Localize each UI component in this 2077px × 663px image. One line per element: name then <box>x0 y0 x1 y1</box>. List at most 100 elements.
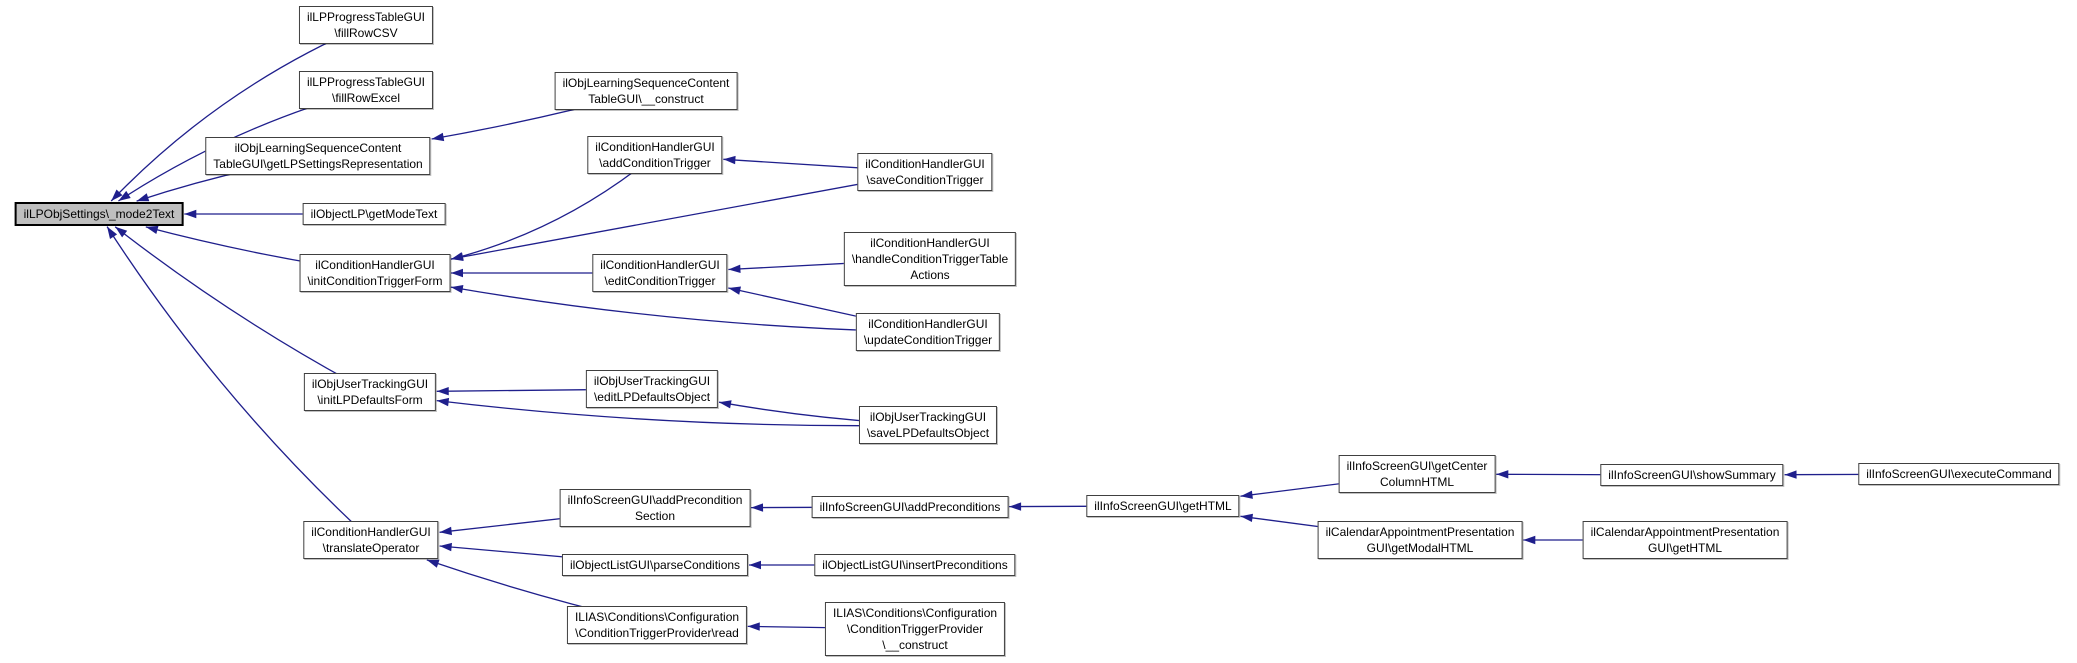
graph-node-label-line: ilInfoScreenGUI\addPreconditions <box>819 500 1001 514</box>
graph-arrowhead-handlectta-editct <box>728 264 741 273</box>
graph-node-insertpreconds[interactable]: ilObjectListGUI\insertPreconditions <box>814 554 1016 576</box>
graph-node-addpreconds[interactable]: ilInfoScreenGUI\addPreconditions <box>811 496 1009 518</box>
graph-node-label-line: ilConditionHandlerGUI <box>868 317 988 331</box>
graph-arrowhead-savelpdobj-editlpdobj <box>719 400 732 409</box>
graph-node-label-line: \handleConditionTriggerTable <box>851 252 1009 266</box>
graph-node-label-line: Section <box>634 509 676 523</box>
graph-node-label-line: ilObjUserTrackingGUI <box>311 377 429 391</box>
graph-node-executecommand[interactable]: ilInfoScreenGUI\executeCommand <box>1858 463 2060 485</box>
graph-node-label-line: ilObjLearningSequenceContent <box>234 141 402 155</box>
graph-node-savelpdobj[interactable]: ilObjUserTrackingGUI \saveLPDefaultsObjec… <box>858 406 998 444</box>
graph-edge-initlpdform-mode2text <box>114 226 371 393</box>
graph-node-label-line: ilObjUserTrackingGUI <box>593 374 711 388</box>
graph-node-label-line: ilInfoScreenGUI\executeCommand <box>1866 467 2052 481</box>
graph-node-label-line: \ConditionTriggerProvider\read <box>575 626 739 640</box>
graph-arrowhead-addprecondsection-translateop <box>439 526 452 536</box>
graph-arrowhead-fillrowexcel-mode2text <box>118 190 131 201</box>
graph-arrowhead-parseconds-translateop <box>439 542 452 552</box>
graph-node-label-line: \addConditionTrigger <box>599 156 711 170</box>
graph-node-ctpconstruct[interactable]: ILIAS\Conditions\Configuration \Condition… <box>824 602 1006 656</box>
graph-node-label-line: \fillRowCSV <box>334 26 398 40</box>
graph-arrowhead-showsummary-getcentercol <box>1496 470 1509 479</box>
graph-node-label-line: ilObjUserTrackingGUI <box>869 410 987 424</box>
graph-node-label-line: ilConditionHandlerGUI <box>600 258 720 272</box>
graph-node-label-line: TableGUI\__construct <box>588 92 704 106</box>
graph-arrowhead-getlpsettingsrep-mode2text <box>136 193 150 202</box>
graph-arrowhead-savect-addct <box>723 155 736 165</box>
graph-arrowhead-getmodetext-mode2text <box>184 209 197 219</box>
graph-node-fillrowexcel[interactable]: ilLPProgressTableGUI\fillRowExcel <box>298 71 434 109</box>
graph-node-addct[interactable]: ilConditionHandlerGUI \addConditionTrigge… <box>587 136 723 174</box>
graph-arrowhead-updatect-initctform <box>450 285 464 294</box>
graph-node-getmodetext[interactable]: ilObjectLP\getModeText <box>302 203 446 225</box>
graph-node-label-line: \ConditionTriggerProvider <box>846 622 984 636</box>
graph-arrowhead-executecommand-showsummary <box>1784 470 1797 479</box>
graph-arrowhead-isgethtml-addpreconds <box>1009 502 1022 511</box>
graph-arrowhead-editlpdobj-initlpdform <box>436 387 449 396</box>
graph-node-label-line: GUI\getHTML <box>1647 541 1723 555</box>
graph-arrowhead-updatect-editct <box>728 286 741 295</box>
graph-arrowhead-calgethtml-getmodalhtml <box>1523 535 1536 545</box>
graph-node-savect[interactable]: ilConditionHandlerGUI \saveConditionTrigg… <box>857 153 993 191</box>
graph-arrowhead-getcentercol-isgethtml <box>1240 490 1253 499</box>
graph-node-label-line: \saveConditionTrigger <box>866 173 984 187</box>
graph-node-handlectta[interactable]: ilConditionHandlerGUI \handleConditionTri… <box>843 232 1017 286</box>
graph-arrowhead-insertpreconds-parseconds <box>749 560 761 570</box>
graph-node-label-line: Actions <box>910 268 950 282</box>
graph-node-mode2text[interactable]: ilLPObjSettings\_mode2Text <box>14 202 184 226</box>
graph-node-label-line: ilConditionHandlerGUI <box>595 140 715 154</box>
graph-arrowhead-fillrowcsv-mode2text <box>111 189 123 201</box>
graph-node-label-line: GUI\getModalHTML <box>1366 541 1474 555</box>
graph-node-label-line: ilCalendarAppointmentPresentation <box>1590 525 1780 539</box>
graph-arrowhead-savelpdobj-initlpdform <box>436 397 450 407</box>
graph-node-label-line: ilConditionHandlerGUI <box>870 236 990 250</box>
graph-arrowhead-lsconstruct-getlpsettingsrep <box>431 132 445 142</box>
graph-node-editct[interactable]: ilConditionHandlerGUI \editConditionTrigg… <box>592 254 728 292</box>
graph-node-label-line: \__construct <box>882 638 948 652</box>
graph-node-label-line: \editLPDefaultsObject <box>593 390 711 404</box>
graph-node-label-line: ilObjectListGUI\insertPreconditions <box>822 558 1008 572</box>
graph-node-label-line: ilConditionHandlerGUI <box>315 258 435 272</box>
graph-arrowhead-getmodalhtml-isgethtml <box>1240 513 1253 522</box>
graph-node-label-line: ilInfoScreenGUI\getHTML <box>1094 499 1232 513</box>
graph-arrowhead-ctpread-translateop <box>426 559 440 568</box>
graph-node-initlpdform[interactable]: ilObjUserTrackingGUI \initLPDefaultsForm <box>303 373 437 411</box>
graph-edge-translateop-mode2text <box>106 226 372 541</box>
graph-node-ctpread[interactable]: ILIAS\Conditions\Configuration \Condition… <box>566 606 748 644</box>
graph-node-label-line: \translateOperator <box>322 541 420 555</box>
graph-node-isgethtml[interactable]: ilInfoScreenGUI\getHTML <box>1086 495 1240 517</box>
graph-node-label-line: ilConditionHandlerGUI <box>865 157 985 171</box>
graph-node-label-line: ilLPObjSettings\_mode2Text <box>23 207 175 221</box>
graph-node-editlpdobj[interactable]: ilObjUserTrackingGUI \editLPDefaultsObjec… <box>585 370 719 408</box>
graph-node-label-line: \initConditionTriggerForm <box>307 274 443 288</box>
graph-node-label-line: ilCalendarAppointmentPresentation <box>1325 525 1515 539</box>
graph-node-label-line: \editConditionTrigger <box>604 274 716 288</box>
graph-node-parseconds[interactable]: ilObjectListGUI\parseConditions <box>561 554 749 576</box>
graph-node-label-line: ColumnHTML <box>1379 475 1454 489</box>
graph-node-label-line: ilInfoScreenGUI\getCenter <box>1346 459 1488 473</box>
graph-node-updatect[interactable]: ilConditionHandlerGUI\updateConditionTri… <box>855 313 1001 351</box>
graph-node-label-line: \saveLPDefaultsObject <box>866 426 990 440</box>
graph-node-label-line: ILIAS\Conditions\Configuration <box>574 610 740 624</box>
graph-arrowhead-ctpconstruct-ctpread <box>747 622 760 631</box>
graph-arrowhead-editct-initctform <box>451 268 463 278</box>
graph-node-fillrowcsv[interactable]: ilLPProgressTableGUI\fillRowCSV <box>298 6 434 44</box>
graph-arrowhead-initctform-mode2text <box>145 225 159 234</box>
graph-node-label-line: ILIAS\Conditions\Configuration <box>832 606 998 620</box>
graph-arrowhead-translateop-mode2text <box>107 226 118 239</box>
graph-node-translateop[interactable]: ilConditionHandlerGUI\translateOperator <box>303 521 439 559</box>
graph-node-showsummary[interactable]: ilInfoScreenGUI\showSummary <box>1600 464 1784 486</box>
graph-node-label-line: TableGUI\getLPSettingsRepresentation <box>213 157 423 171</box>
graph-arrowhead-addpreconds-addprecondsection <box>751 503 764 512</box>
graph-node-initctform[interactable]: ilConditionHandlerGUI \initConditionTrigg… <box>299 254 451 292</box>
graph-node-label-line: \initLPDefaultsForm <box>317 393 423 407</box>
graph-node-label-line: \fillRowExcel <box>331 91 400 105</box>
graph-node-label-line: ilObjLearningSequenceContent <box>562 76 730 90</box>
